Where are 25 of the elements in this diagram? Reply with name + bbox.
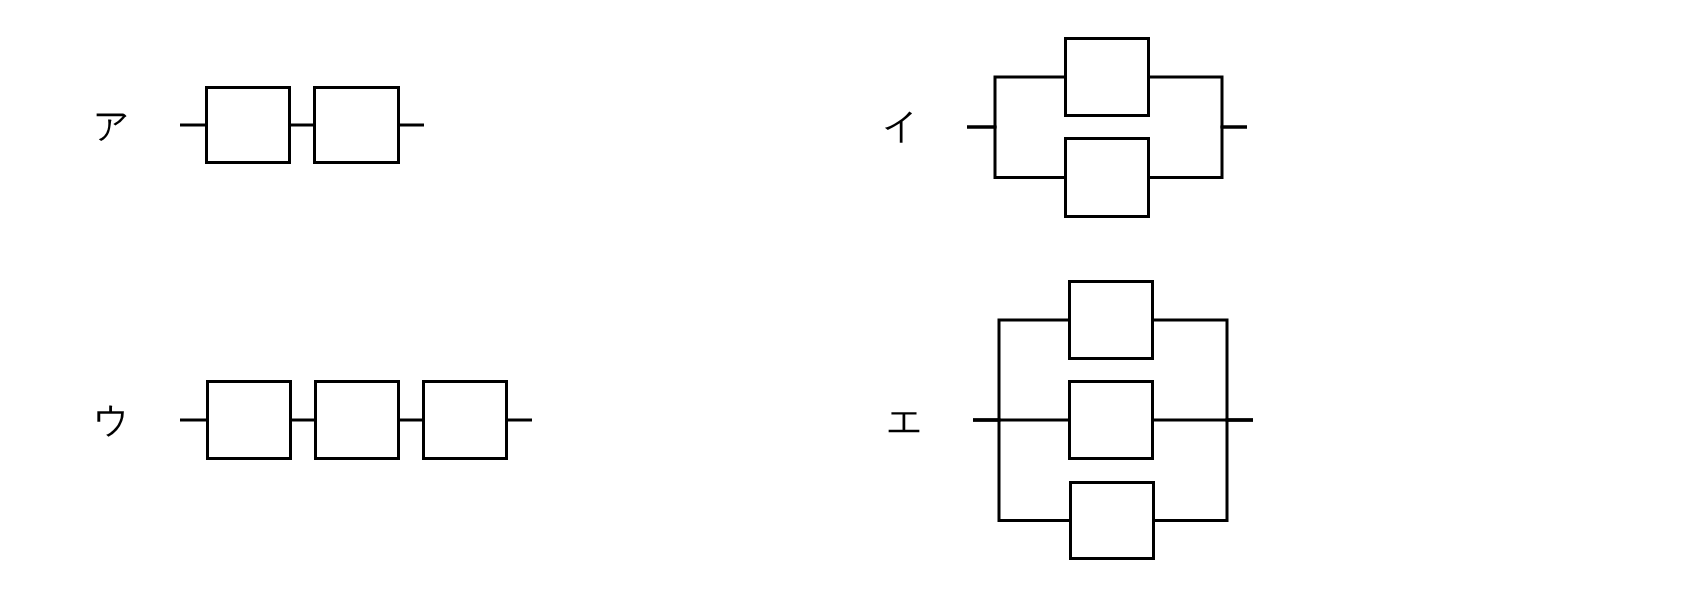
connector-line xyxy=(180,418,206,422)
connector-line xyxy=(400,418,422,422)
choice-label: エ xyxy=(885,403,923,439)
connector-line xyxy=(1150,125,1247,179)
box-shape xyxy=(1064,137,1150,218)
choice-label: ア xyxy=(92,108,130,144)
connector-line xyxy=(973,418,1069,522)
connector-line xyxy=(292,418,314,422)
connector-line xyxy=(967,125,1064,179)
box-shape xyxy=(313,86,400,164)
connector-line xyxy=(1155,418,1253,522)
connector-line xyxy=(508,418,532,422)
box-shape xyxy=(1068,380,1154,460)
box-shape xyxy=(314,380,400,460)
choice-label: ウ xyxy=(92,402,130,438)
box-shape xyxy=(205,86,291,164)
box-shape xyxy=(1068,280,1154,360)
connector-line xyxy=(180,123,205,127)
box-shape xyxy=(1064,37,1150,117)
box-shape xyxy=(206,380,292,460)
box-shape xyxy=(422,380,508,460)
connector-line xyxy=(400,123,424,127)
connector-line xyxy=(291,123,313,127)
choice-label: イ xyxy=(881,108,919,144)
box-shape xyxy=(1069,481,1155,560)
